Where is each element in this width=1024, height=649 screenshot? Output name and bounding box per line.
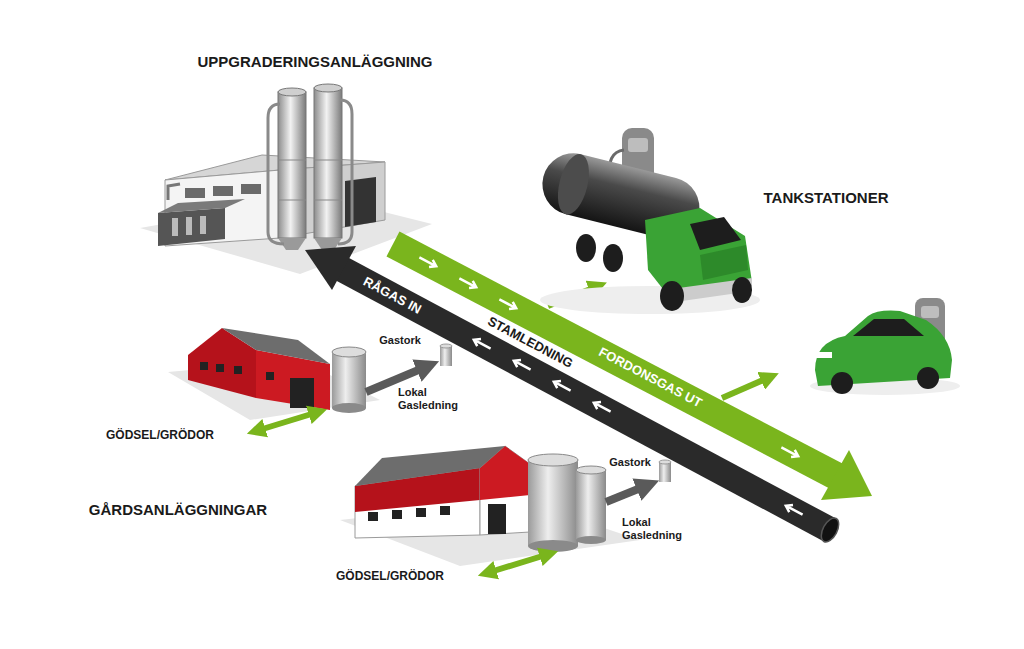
- pipe-label: STAMLEDNING: [485, 314, 575, 371]
- farm-2: [340, 446, 671, 573]
- plant-heading: UPPGRADERINGSANLÄGGNING: [197, 53, 432, 70]
- station-heading: TANKSTATIONER: [764, 189, 889, 206]
- part-label: Gastork: [609, 456, 651, 469]
- part-label: Gastork: [379, 334, 421, 347]
- band-label: FORDONSGAS UT: [596, 345, 704, 411]
- part-label: Lokal Gasledning: [622, 516, 694, 541]
- input-label: GÖDSEL/GRÖDOR: [336, 570, 444, 584]
- farms-heading: GÅRDSANLÄGGNINGAR: [89, 501, 267, 518]
- part-label: Lokal Gasledning: [398, 386, 470, 411]
- car: [810, 298, 960, 395]
- upgrading-plant: [140, 84, 432, 274]
- input-label: GÖDSEL/GRÖDOR: [106, 429, 214, 443]
- farm-1: [168, 328, 452, 431]
- tanker-truck: [536, 128, 760, 314]
- pipe-label: RÅGAS IN: [360, 274, 423, 317]
